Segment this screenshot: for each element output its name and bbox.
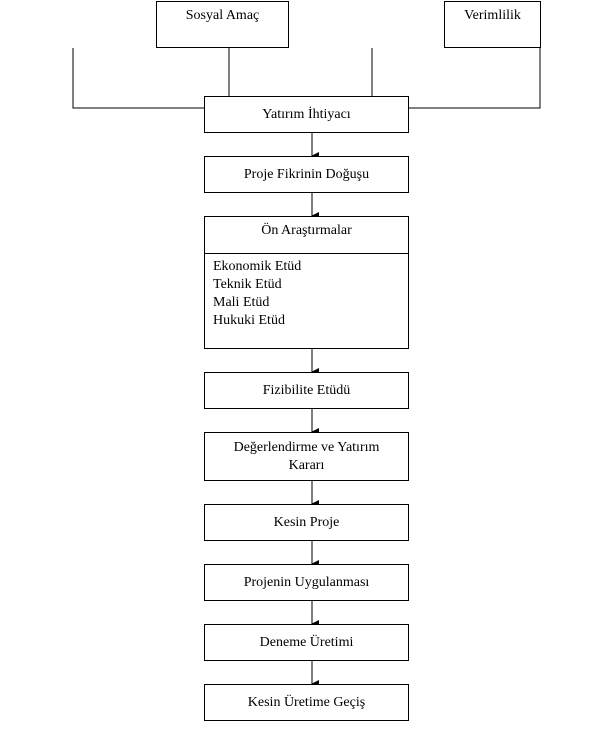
- yatirim-ihtiyaci-box: Yatırım İhtiyacı: [204, 96, 409, 133]
- sosyal-amac-label: Sosyal Amaç: [185, 8, 260, 23]
- deneme-uretimi-label: Deneme Üretimi: [259, 634, 354, 650]
- on-arastirmalar-list: Ekonomik Etüd Teknik Etüd Mali Etüd Huku…: [205, 253, 408, 348]
- proje-fikri-box: Proje Fikrinin Doğuşu: [204, 156, 409, 193]
- kesin-proje-box: Kesin Proje: [204, 504, 409, 541]
- kesin-uretim-label: Kesin Üretime Geçiş: [247, 694, 366, 710]
- proje-fikri-label: Proje Fikrinin Doğuşu: [243, 166, 370, 182]
- uygulama-box: Projenin Uygulanması: [204, 564, 409, 601]
- uygulama-label: Projenin Uygulanması: [243, 574, 370, 590]
- connector-right-bracket: [409, 48, 541, 109]
- verimlilik-label: Verimlilik: [464, 8, 521, 23]
- connector-left-bracket: [72, 48, 205, 109]
- on-arastirmalar-title: Ön Araştırmalar: [261, 223, 352, 238]
- sosyal-amac-box: Sosyal Amaç: [156, 1, 289, 48]
- deneme-uretimi-box: Deneme Üretimi: [204, 624, 409, 661]
- kesin-proje-label: Kesin Proje: [273, 514, 340, 530]
- list-item: Ekonomik Etüd: [213, 259, 302, 274]
- list-item: Mali Etüd: [213, 295, 270, 310]
- degerlendirme-box: Değerlendirme ve Yatırım Kararı: [204, 432, 409, 481]
- kesin-uretim-box: Kesin Üretime Geçiş: [204, 684, 409, 721]
- list-item: Teknik Etüd: [213, 277, 282, 292]
- degerlendirme-label-line1: Değerlendirme ve Yatırım: [233, 439, 380, 455]
- degerlendirme-label-line2: Kararı: [288, 457, 325, 473]
- yatirim-ihtiyaci-label: Yatırım İhtiyacı: [262, 106, 351, 122]
- fizibilite-label: Fizibilite Etüdü: [262, 382, 351, 398]
- fizibilite-box: Fizibilite Etüdü: [204, 372, 409, 409]
- on-arastirmalar-box: Ön Araştırmalar Ekonomik Etüd Teknik Etü…: [204, 216, 409, 349]
- list-item: Hukuki Etüd: [213, 313, 285, 328]
- verimlilik-box: Verimlilik: [444, 1, 541, 48]
